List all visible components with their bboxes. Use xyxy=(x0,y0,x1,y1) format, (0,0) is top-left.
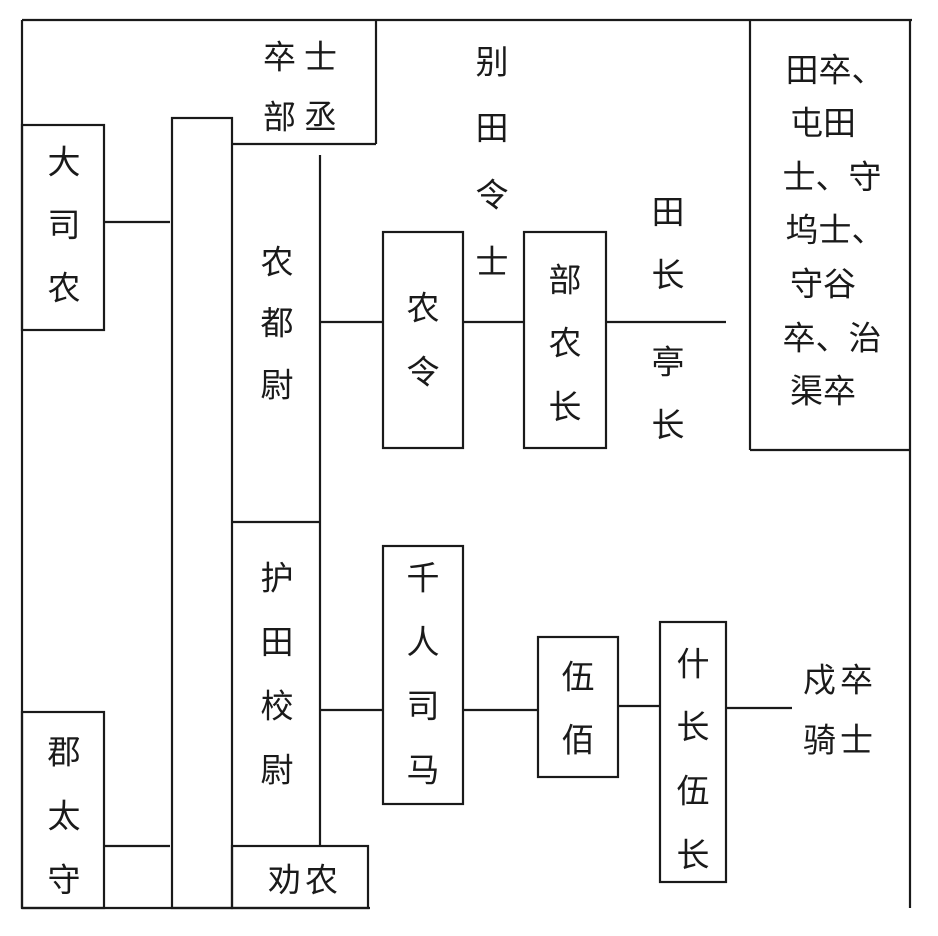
shi-zhang-char-3: 伍 xyxy=(677,772,710,811)
hu-tian-char-1: 护 xyxy=(261,559,294,598)
tian-zu-line-1: 田卒、 xyxy=(786,51,885,90)
bu-nong-zhang-char-1: 部 xyxy=(549,261,582,300)
box-shi-zhang-wu-zhang xyxy=(658,620,728,884)
da-si-nong-char-1: 大 xyxy=(48,143,81,182)
bie-tian-char-2: 田 xyxy=(476,109,509,148)
box-jun-tai-shou xyxy=(20,710,106,910)
shi-zhang-char-4: 长 xyxy=(677,836,710,875)
jun-tai-shou-char-2: 太 xyxy=(48,797,81,836)
ting-zhang-char-2: 长 xyxy=(652,406,685,445)
qian-ren-char-1: 千 xyxy=(407,559,440,598)
trunk-bar xyxy=(170,116,234,910)
nong-du-wei-char-2: 都 xyxy=(261,304,294,343)
nong-du-wei-char-1: 农 xyxy=(261,243,294,282)
qian-ren-char-4: 马 xyxy=(407,751,440,790)
box-quan-nong xyxy=(230,844,370,910)
jun-tai-shou-char-3: 守 xyxy=(48,861,81,900)
da-si-nong-char-3: 农 xyxy=(48,269,81,308)
tian-zu-line-7: 渠卒 xyxy=(790,372,856,411)
bu-nong-zhang-char-3: 长 xyxy=(549,388,582,427)
hu-tian-char-2: 田 xyxy=(261,623,294,662)
shu-zu-label: 戍卒 xyxy=(803,661,877,700)
da-si-nong-char-2: 司 xyxy=(48,206,81,245)
shi-zhang-char-1: 什 xyxy=(677,645,710,684)
hu-tian-char-4: 尉 xyxy=(261,751,294,790)
quan-nong-label: 劝农 xyxy=(268,861,342,900)
nong-ling-char-1: 农 xyxy=(407,289,440,328)
wu-bai-char-2: 佰 xyxy=(562,721,595,760)
qian-ren-char-3: 司 xyxy=(407,687,440,726)
tian-zu-line-4: 坞士、 xyxy=(786,211,885,250)
nong-du-wei-char-3: 尉 xyxy=(261,366,294,405)
tian-zu-line-6: 卒、治 xyxy=(783,319,882,358)
jun-tai-shou-char-1: 郡 xyxy=(48,733,81,772)
bie-tian-char-3: 令 xyxy=(476,176,509,215)
box-nong-ling xyxy=(381,230,465,450)
box-qian-ren-si-ma xyxy=(381,544,465,806)
bie-tian-char-4: 士 xyxy=(476,243,509,282)
box-da-si-nong xyxy=(20,123,106,332)
nong-ling-char-2: 令 xyxy=(407,353,440,392)
ting-zhang-char-1: 亭 xyxy=(652,343,685,382)
tian-zhang-char-2: 长 xyxy=(652,256,685,295)
shi-zhang-char-2: 长 xyxy=(677,708,710,747)
zu-shi-label: 卒士 xyxy=(263,38,345,77)
tian-zhang-char-1: 田 xyxy=(652,193,685,232)
box-bu-nong-zhang xyxy=(522,230,608,450)
bie-tian-char-1: 别 xyxy=(476,43,509,82)
hu-tian-char-3: 校 xyxy=(261,687,294,726)
qi-shi-label: 骑士 xyxy=(803,721,877,760)
bu-cheng-label: 部丞 xyxy=(263,98,345,137)
tian-zu-line-2: 屯田 xyxy=(790,104,856,143)
tian-zu-line-3: 士、守 xyxy=(783,158,882,197)
tian-zu-line-5: 守谷 xyxy=(790,265,856,304)
qian-ren-char-2: 人 xyxy=(407,623,440,662)
bu-nong-zhang-char-2: 农 xyxy=(549,324,582,363)
wu-bai-char-1: 伍 xyxy=(562,658,595,697)
